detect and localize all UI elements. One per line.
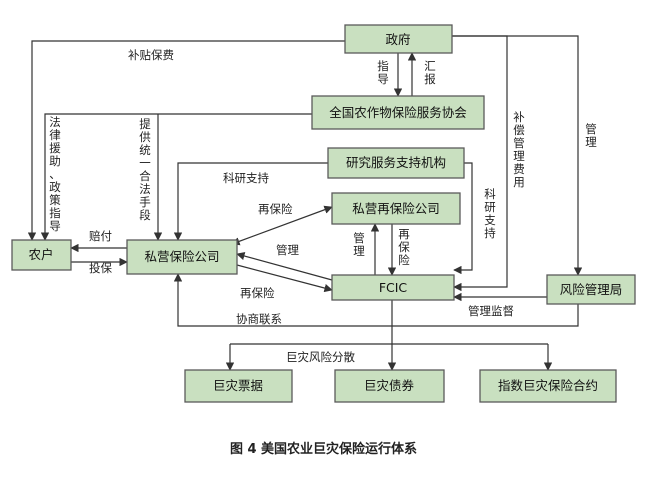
edge-reins-top <box>231 205 333 246</box>
label-guide: 指导 <box>377 59 389 86</box>
node-reinsurer-label: 私营再保险公司 <box>352 201 440 216</box>
node-farmer: 农户 <box>11 239 72 271</box>
connectors <box>27 35 583 371</box>
label-spread: 巨灾风险分散 <box>286 350 355 364</box>
label-legal: 法律援助、政策指导 <box>49 115 61 233</box>
node-risk-agency-label: 风险管理局 <box>560 282 623 297</box>
node-government-label: 政府 <box>385 32 410 47</box>
edge-subsidy <box>27 40 345 241</box>
edge-legal <box>40 113 312 241</box>
label-research-left: 科研支持 <box>223 171 269 185</box>
node-cat-bill-label: 巨灾票据 <box>213 378 263 393</box>
node-fcic: FCIC <box>331 274 455 301</box>
edge-reins-bottom <box>236 264 333 293</box>
node-index-contract: 指数巨灾保险合约 <box>479 369 617 403</box>
node-research-label: 研究服务支持机构 <box>346 155 446 170</box>
node-reinsurer: 私营再保险公司 <box>331 192 461 225</box>
label-payout: 赔付 <box>89 229 112 243</box>
edge-manage-mid <box>236 251 333 281</box>
label-report: 汇报 <box>424 59 436 86</box>
label-manage-mid: 管理 <box>276 243 299 257</box>
node-fcic-label: FCIC <box>379 280 408 295</box>
node-government: 政府 <box>344 24 453 54</box>
label-subsidy: 补贴保费 <box>128 48 174 62</box>
node-cat-bond-label: 巨灾债券 <box>364 378 415 393</box>
label-reinsurance-bottom: 再保险 <box>240 286 275 300</box>
node-index-contract-label: 指数巨灾保险合约 <box>498 378 598 393</box>
label-coordination: 协商联系 <box>236 312 282 326</box>
label-manage-risk: 管理 <box>585 122 597 149</box>
node-cat-bond: 巨灾债券 <box>334 369 445 403</box>
edge-coordination <box>173 273 579 327</box>
edge-research-left <box>173 162 328 241</box>
label-research-right: 科研支持 <box>484 187 496 240</box>
node-cat-bill: 巨灾票据 <box>184 369 293 403</box>
node-risk-agency: 风险管理局 <box>546 274 636 305</box>
edge-manage-risk <box>452 35 583 276</box>
label-manage-vert: 管理 <box>353 231 365 258</box>
node-private-insurer-label: 私营保险公司 <box>144 249 219 264</box>
label-insure: 投保 <box>89 261 112 275</box>
label-supervision: 管理监督 <box>468 304 514 318</box>
node-private-insurer: 私营保险公司 <box>126 239 238 275</box>
label-compensation: 补偿管理费用 <box>513 110 525 189</box>
node-association-label: 全国农作物保险服务协会 <box>329 105 467 120</box>
label-reinsurance-vert: 再保险 <box>398 227 410 267</box>
figure-caption: 图 4 美国农业巨灾保险运行体系 <box>229 442 418 457</box>
node-farmer-label: 农户 <box>28 247 53 262</box>
node-research: 研究服务支持机构 <box>327 147 465 179</box>
label-reinsurance-top: 再保险 <box>258 202 293 216</box>
node-association: 全国农作物保险服务协会 <box>311 95 485 130</box>
label-unified: 提供统一合法手段 <box>139 117 151 222</box>
edge-research-right <box>453 162 473 275</box>
